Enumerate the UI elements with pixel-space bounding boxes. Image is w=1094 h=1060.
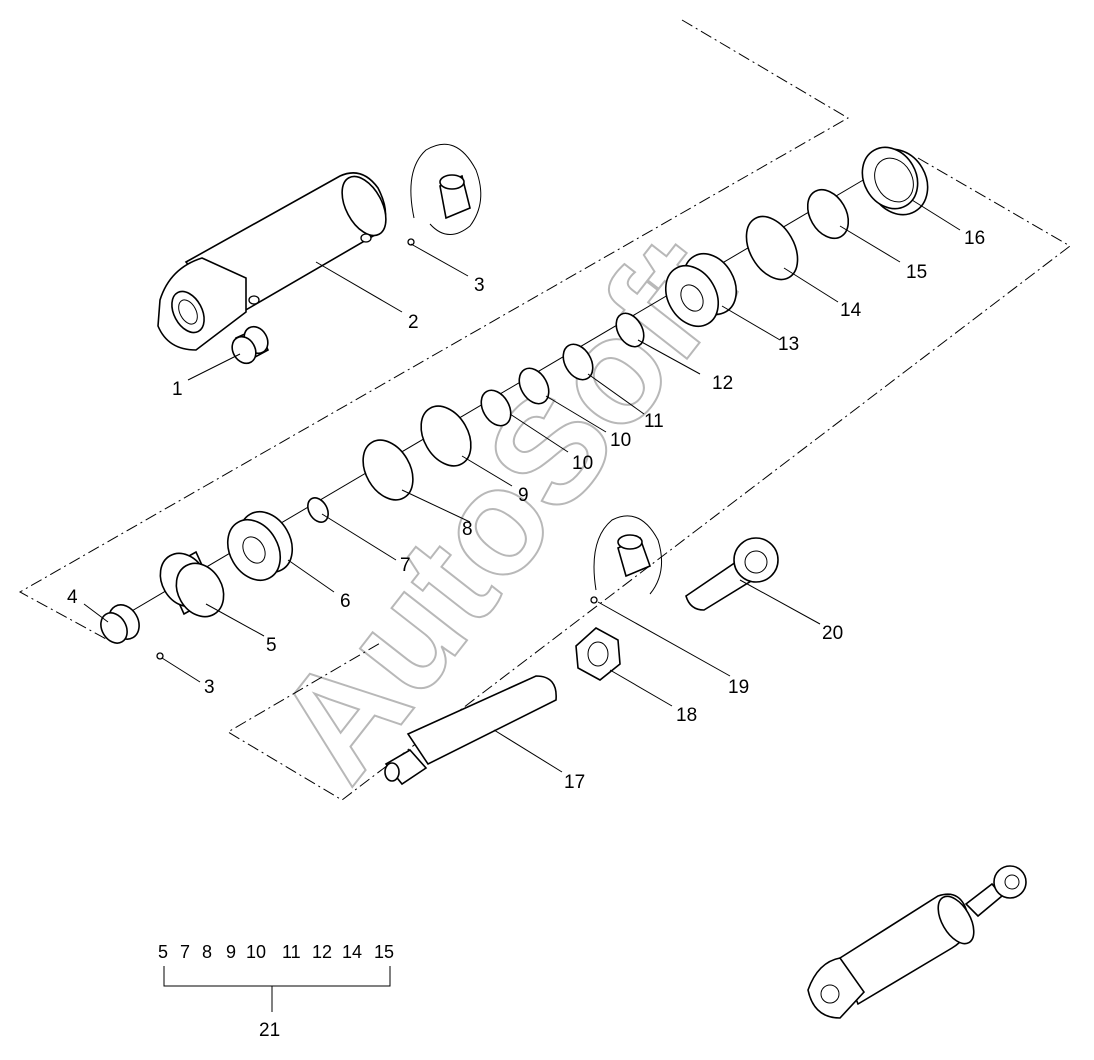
kit-legend: 5 7 8 9 10 11 12 14 15 21 [158, 942, 394, 1041]
seal-7 [307, 497, 329, 523]
callout-15: 15 [906, 262, 927, 283]
callout-labels: 1 2 3 3 4 5 6 7 8 9 10 10 11 12 13 14 15… [67, 228, 985, 793]
grease-fitting-detail-bottom [590, 515, 663, 604]
callout-17: 17 [564, 772, 585, 793]
kit-item: 7 [180, 942, 190, 962]
kit-item: 11 [282, 942, 301, 962]
callout-3-lower: 3 [204, 677, 215, 698]
callout-4: 4 [67, 587, 78, 608]
callout-16: 16 [964, 228, 985, 249]
callout-10-upper: 10 [610, 430, 631, 451]
kit-label-21: 21 [259, 1020, 280, 1041]
kit-item: 5 [158, 942, 168, 962]
callout-6: 6 [340, 591, 351, 612]
leader-lines [83, 199, 961, 773]
hex-nut-18 [575, 627, 621, 681]
callout-19: 19 [728, 677, 749, 698]
seal-8 [362, 439, 414, 501]
seal-10-upper [518, 367, 550, 405]
kit-item: 12 [312, 942, 332, 962]
callout-10-lower: 10 [572, 453, 593, 474]
seal-10-lower [480, 389, 512, 427]
callout-3-upper: 3 [474, 275, 485, 296]
callout-5: 5 [266, 635, 277, 656]
cylinder-barrel [157, 172, 387, 351]
callout-1: 1 [172, 379, 183, 400]
piston-rod-17 [384, 675, 557, 786]
callout-9: 9 [518, 485, 529, 506]
grease-fitting-3-lower [156, 652, 164, 660]
kit-item: 10 [246, 942, 266, 962]
sleeve-5 [159, 550, 225, 618]
callout-13: 13 [778, 334, 799, 355]
kit-item: 8 [202, 942, 212, 962]
rod-eye-20 [685, 537, 779, 611]
kit-item: 14 [342, 942, 362, 962]
callout-2: 2 [408, 312, 419, 333]
callout-11: 11 [644, 411, 664, 432]
kit-item: 9 [226, 942, 236, 962]
callout-14: 14 [840, 300, 862, 321]
seal-9 [420, 405, 472, 467]
assembled-cylinder-view [807, 865, 1027, 1019]
bushing-4 [100, 604, 140, 644]
piston-6 [226, 511, 294, 581]
kit-item: 15 [374, 942, 394, 962]
piston-head-13 [664, 253, 738, 327]
grease-fitting-detail-top [407, 143, 482, 246]
seal-15 [806, 188, 850, 240]
callout-7: 7 [400, 555, 411, 576]
gland-nut-16 [861, 146, 929, 216]
seal-12 [615, 312, 645, 348]
bushing-1 [231, 325, 270, 365]
callout-18: 18 [676, 705, 697, 726]
seal-11 [562, 343, 594, 381]
kit-bracket [163, 966, 391, 1012]
assembly-outline [18, 19, 1071, 801]
callout-12: 12 [712, 373, 733, 394]
callout-20: 20 [822, 623, 843, 644]
callout-8: 8 [462, 519, 473, 540]
seal-14 [745, 215, 799, 281]
